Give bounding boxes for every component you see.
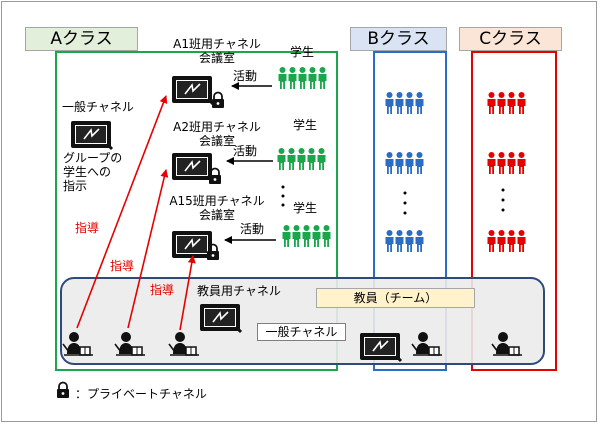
teacher-icon-4 (411, 331, 443, 356)
group-2-activity-label: 活動 (233, 144, 258, 158)
group-2-lock-icon (208, 167, 222, 185)
teacher-channel-icon[interactable] (198, 302, 243, 334)
b-class-students-row-3 (385, 230, 424, 252)
group-3-lock-icon (206, 243, 220, 261)
instruction-label-1: 指導 (75, 221, 100, 235)
general-channel-icon[interactable] (69, 119, 114, 151)
c-class-students-row-1 (487, 92, 526, 114)
group-3-channel-icon[interactable] (170, 229, 215, 261)
general-channel-label: 一般チャネル (62, 100, 134, 114)
group-2-students-icon (277, 148, 326, 170)
header-a-class: Aクラス (25, 27, 138, 51)
c-class-students-row-2 (487, 152, 526, 174)
header-b-class: Bクラス (350, 27, 447, 51)
group-3-students-label: 学生 (293, 201, 318, 215)
teacher-channel-label: 教員用チャネル (197, 284, 281, 298)
c-class-region (471, 51, 557, 371)
team-general-channel-icon[interactable] (358, 331, 403, 363)
group-1-students-icon (278, 67, 327, 89)
teacher-icon-1 (62, 331, 94, 356)
group-1-activity-label: 活動 (233, 69, 258, 83)
b-class-region (373, 51, 447, 371)
group-1-channel-icon[interactable] (170, 74, 215, 106)
a-class-ellipsis (281, 185, 285, 207)
instruction-label-3: 指導 (150, 283, 175, 297)
header-c-class: Cクラス (459, 27, 562, 51)
instruction-arrow-1 (76, 95, 168, 329)
team-general-channel-label: 一般チャネル (257, 323, 346, 341)
instruction-note: グループの 学生への 指示 (63, 151, 123, 193)
instruction-arrow-3 (179, 255, 196, 331)
instruction-arrow-2 (127, 169, 169, 329)
a-class-region (55, 51, 338, 371)
teacher-icon-3 (168, 331, 200, 356)
b-class-ellipsis (403, 191, 407, 215)
group-3-activity-label: 活動 (240, 222, 265, 236)
legend-lock-icon (56, 381, 70, 399)
b-class-students-row-2 (385, 152, 424, 174)
group-1-students-label: 学生 (290, 45, 315, 59)
group-1-lock-icon (211, 91, 225, 109)
instruction-label-2: 指導 (110, 259, 135, 273)
group-2-students-label: 学生 (293, 118, 318, 132)
group-1-channel-label: A1班用チャネル 会議室 (173, 37, 261, 65)
teacher-icon-5 (491, 331, 523, 356)
group-2-channel-icon[interactable] (170, 151, 215, 183)
c-class-students-row-3 (487, 230, 526, 252)
group-2-channel-label: A2班用チャネル 会議室 (173, 120, 261, 148)
c-class-ellipsis (501, 188, 505, 212)
b-class-students-row-1 (385, 92, 424, 114)
teacher-icon-2 (114, 331, 146, 356)
legend-text: ：プライベートチャネル (75, 387, 207, 401)
teacher-team-label: 教員（チーム） (316, 288, 475, 308)
group-3-students-icon (282, 225, 331, 247)
group-3-channel-label: A15班用チャネル 会議室 (169, 194, 265, 222)
